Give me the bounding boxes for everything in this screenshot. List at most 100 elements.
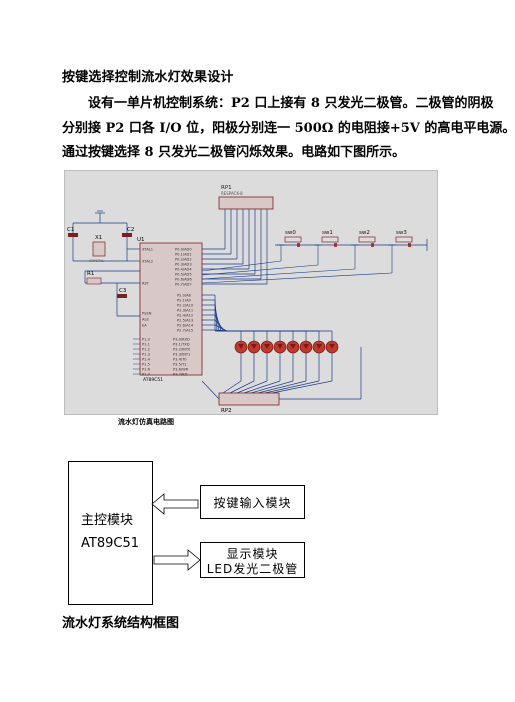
switch-cap xyxy=(395,236,413,243)
switch-cap xyxy=(284,236,302,243)
circuit-diagram: RP1 RESPACK-8 C1 C2 C3 R1 X1 CRYS xyxy=(64,170,438,415)
switch-label: sw1 xyxy=(322,230,333,236)
chip-pin-label: P3.4/T0 xyxy=(173,358,187,362)
chip-pin-label: XTAL2 xyxy=(142,260,153,264)
chip-pin-label: P2.2/A10 xyxy=(177,304,194,308)
chip-pin-label: P2.3/A11 xyxy=(177,309,193,313)
u1-chip xyxy=(139,242,203,376)
description-paragraph: 设有一单片机控制系统：P2 口上接有 8 只发光二极管。二极管的阴极 分别接 P… xyxy=(62,92,515,166)
chip-pin-label: P3.0/RXD xyxy=(173,338,190,342)
rp2-body xyxy=(218,392,280,406)
chip-pin-label: PSEN xyxy=(142,312,152,316)
wire-p2-bend xyxy=(214,329,230,332)
display-block-line1: 显示模块 xyxy=(226,547,279,561)
rp1-label: RP1 xyxy=(221,185,232,191)
chip-pin-label: P2.7/A15 xyxy=(177,329,193,333)
crystal-label: CRYSTAL xyxy=(89,259,104,263)
chip-pin-label: P1.0 xyxy=(142,338,151,342)
wire-rp2 xyxy=(271,380,333,394)
circuit-schematic: RP1 RESPACK-8 C1 C2 C3 R1 X1 CRYS xyxy=(67,185,428,414)
chip-pin-label: P2.5/A13 xyxy=(177,319,193,323)
para-line-3: 通过按键选择 8 只发光二极管闪烁效果。电路如下图所示。 xyxy=(62,145,406,160)
switch-wire-h xyxy=(201,268,356,280)
wire-p2-bend xyxy=(214,324,228,332)
chip-pin-label: P1.5 xyxy=(142,363,150,367)
c2-label: C2 xyxy=(127,227,134,233)
chip-pin-label: P0.1/AD1 xyxy=(175,253,192,257)
chip-pin-label: P3.5/T1 xyxy=(173,363,187,367)
chip-pin-label: P2.1/A9 xyxy=(177,299,192,303)
wire-rp2 xyxy=(243,380,281,394)
display-block-line2: LED发光二极管 xyxy=(206,562,299,576)
chip-pin-label: P0.6/AD6 xyxy=(175,278,192,282)
switch-wire-h xyxy=(201,272,393,284)
chip-pin-label: P1.4 xyxy=(142,358,151,362)
chip-pin-label: EA xyxy=(142,324,147,328)
led-symbol xyxy=(238,344,244,349)
display-block: 显示模块 LED发光二极管 xyxy=(200,542,305,578)
chip-pin-label: ALE xyxy=(142,318,149,322)
rp1-value: RESPACK-8 xyxy=(221,191,243,196)
resistor-r1 xyxy=(86,277,102,285)
chip-pin-label: P2.0/A8 xyxy=(177,294,192,298)
switch-wire-h xyxy=(201,264,319,276)
wiring xyxy=(201,209,362,400)
led-symbol xyxy=(277,344,283,349)
led-symbol xyxy=(290,344,296,349)
switch-label: sw3 xyxy=(396,230,407,236)
key-block-label: 按键输入模块 xyxy=(213,496,292,510)
chip-pin-label: P1.1 xyxy=(142,343,150,347)
arrow-key-to-main xyxy=(151,493,199,515)
para-line-2: 分别接 P2 口各 I/O 位，阳极分别连一 500Ω 的电阻接+5V 的高电平… xyxy=(62,120,515,136)
capacitor-c2 xyxy=(122,233,132,237)
c3-label: C3 xyxy=(119,288,127,294)
c1-label: C1 xyxy=(67,227,74,233)
chip-pins: XTAL1XTAL2RSTPSENALEEAP1.0P1.1P1.2P1.3P1… xyxy=(133,248,194,377)
chip-pin-label: P1.7 xyxy=(142,373,150,377)
crystal-x1 xyxy=(92,241,106,257)
rp2-label: RP2 xyxy=(221,408,232,414)
led-symbol xyxy=(264,344,270,349)
chip-pin-label: P0.0/AD0 xyxy=(175,248,192,252)
capacitor-c3 xyxy=(117,294,127,298)
chip-pin-label: P3.6/WR xyxy=(173,368,189,372)
chip-pin-label: P1.6 xyxy=(142,368,151,372)
u1-part: AT89C51 xyxy=(143,377,163,383)
main-control-block: 主控模块 AT89C51 xyxy=(68,461,153,605)
wire-rp2 xyxy=(236,380,268,394)
wire-rp2 xyxy=(229,380,255,394)
wire-rp2 xyxy=(222,380,242,394)
wire-rp2 xyxy=(264,380,320,394)
x1-label: X1 xyxy=(95,235,102,241)
r1-label: R1 xyxy=(87,271,94,277)
chip-pin-label: P0.2/AD2 xyxy=(175,258,192,262)
main-block-chip: AT89C51 xyxy=(81,536,139,551)
chip-pin-label: P0.5/AD5 xyxy=(175,273,192,277)
switch-cap xyxy=(321,236,339,243)
oscillator-circuit xyxy=(72,210,140,317)
chip-pin-label: P2.4/A12 xyxy=(177,314,193,318)
switch-label: sw0 xyxy=(285,230,296,236)
chip-pin-label: P2.6/A14 xyxy=(177,324,194,328)
circuit-caption: 流水灯仿真电路图 xyxy=(118,418,174,426)
para-line-1: 设有一单片机控制系统：P2 口上接有 8 只发光二极管。二极管的阴极 xyxy=(88,96,494,111)
chip-pin-label: RST xyxy=(142,282,150,286)
block-arrows xyxy=(151,493,201,571)
chip-pin-label: P0.4/AD4 xyxy=(175,268,192,272)
capacitor-c1 xyxy=(68,233,78,237)
led-symbol xyxy=(316,344,322,349)
led-symbol xyxy=(251,344,257,349)
chip-pin-label: P3.3/INT1 xyxy=(173,353,190,357)
rp1-body xyxy=(218,196,274,210)
main-block-label: 主控模块 xyxy=(81,513,134,528)
u1-label: U1 xyxy=(137,237,145,243)
led-row xyxy=(234,340,339,354)
chip-pin-label: P0.7/AD7 xyxy=(175,283,192,287)
wire-rp2 xyxy=(250,380,294,394)
chip-pin-label: P1.2 xyxy=(142,348,150,352)
chip-pin-label: P3.7/RD xyxy=(173,373,188,377)
block-caption: 流水灯系统结构框图 xyxy=(62,616,180,631)
key-input-block: 按键输入模块 xyxy=(200,485,305,519)
doc-title: 按键选择控制流水灯效果设计 xyxy=(62,70,234,85)
